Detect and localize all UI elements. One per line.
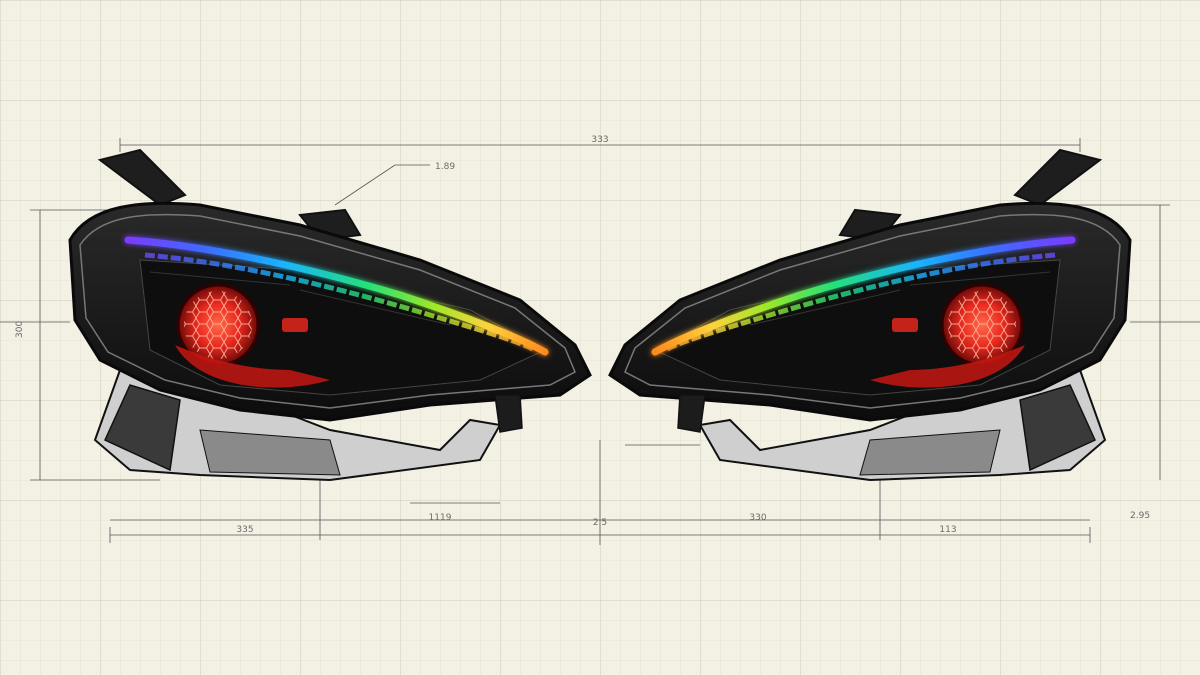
dim-left-height: 300 <box>15 321 25 338</box>
dim-bottom-right-center: 330 <box>749 513 766 523</box>
dim-bottom-left: 335 <box>236 525 253 535</box>
drl-lightbar-right <box>651 236 1076 356</box>
dim-bottom-right: 113 <box>939 525 956 535</box>
dim-right-small: 2.95 <box>1130 511 1150 521</box>
dim-bottom-center: 2.5 <box>593 518 607 528</box>
dim-bottom-center-left: 1119 <box>429 513 452 523</box>
headlight-right <box>608 148 1132 482</box>
dim-leader-top: 1.89 <box>435 162 455 172</box>
bracket-right-top <box>1013 148 1103 207</box>
bracket-left-top <box>97 148 187 207</box>
headlight-left <box>68 148 592 482</box>
dim-top: 333 <box>591 135 608 145</box>
dimension-lines <box>0 138 1200 545</box>
drl-lightbar-left <box>124 236 549 356</box>
